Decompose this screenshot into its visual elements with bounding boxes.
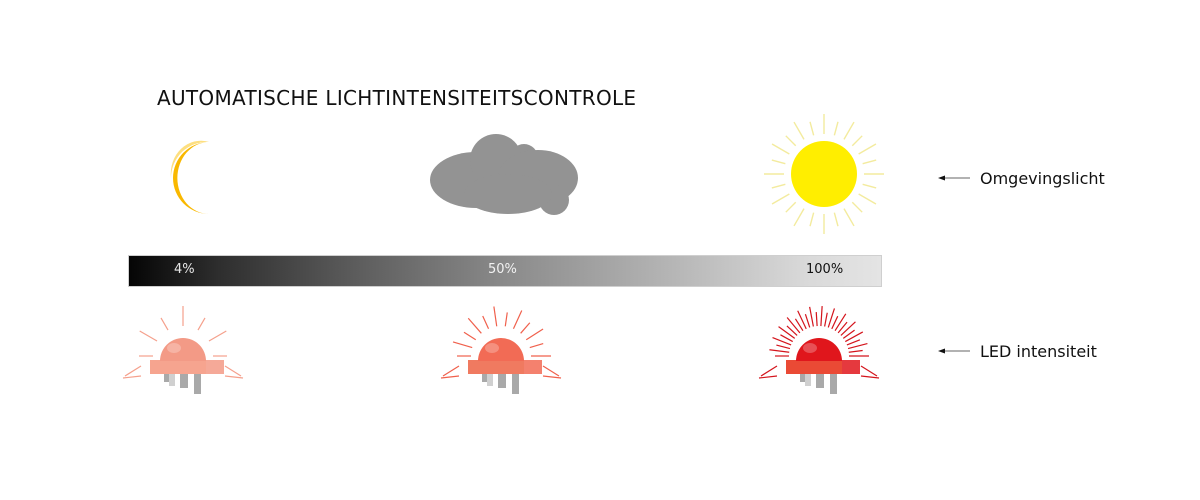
cloud-icon [430, 134, 578, 215]
arrow-left-icon [938, 175, 970, 181]
ambient-light-label: Omgevingslicht [980, 169, 1105, 188]
led-intensity-label: LED intensiteit [980, 342, 1097, 361]
led-low-icon [122, 306, 244, 394]
light-intensity-scale [128, 255, 882, 287]
scale-label-high: 100% [806, 262, 844, 277]
arrow-left-icon [938, 348, 970, 354]
page-title: AUTOMATISCHE LICHTINTENSITEITSCONTROLE [157, 86, 637, 110]
scale-label-mid: 50% [488, 262, 517, 277]
moon-icon [170, 140, 209, 214]
scale-label-low: 4% [174, 262, 195, 277]
led-high-icon [758, 306, 880, 394]
led-medium-icon [440, 306, 562, 394]
sun-icon [764, 114, 884, 234]
